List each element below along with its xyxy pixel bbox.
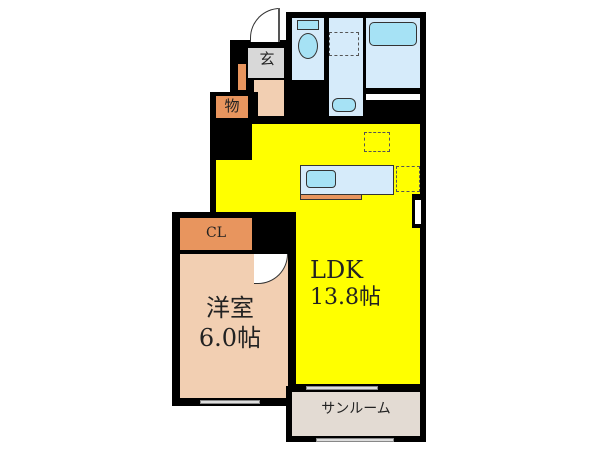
sunroom	[292, 392, 420, 436]
toilet-icon	[297, 20, 319, 30]
sink-icon	[306, 170, 336, 188]
closet	[180, 218, 252, 250]
washbasin-icon	[332, 98, 356, 112]
sunroom-label: サンルーム	[321, 401, 391, 417]
entrance-door[interactable]	[250, 8, 280, 42]
pantry-icon	[396, 166, 420, 192]
hall	[254, 80, 284, 116]
washing-machine-space-icon	[329, 32, 359, 56]
shoe-cabinet	[236, 62, 248, 92]
ldk-window[interactable]	[306, 386, 378, 390]
fridge-space-icon	[364, 132, 390, 152]
sunroom-window[interactable]	[316, 438, 394, 442]
wall-window-slot	[415, 200, 421, 224]
wall-gap	[366, 94, 420, 100]
entrance-area	[248, 48, 284, 78]
storage-1-label: 物	[224, 97, 240, 115]
western-room-size: 6.0帖	[198, 324, 262, 352]
counter-edge	[300, 194, 362, 200]
ldk-size: 13.8帖	[310, 285, 381, 310]
entrance-label: 玄	[259, 50, 275, 68]
toilet-bowl-icon	[298, 33, 318, 59]
ldk-label: LDK	[310, 256, 364, 284]
ldk-room-right	[290, 190, 420, 384]
western-room-label: 洋室	[206, 294, 254, 322]
western-room-window[interactable]	[200, 400, 260, 404]
closet-label: CL	[205, 225, 226, 241]
bathtub-icon	[369, 22, 417, 46]
storage-room-1	[216, 96, 248, 122]
